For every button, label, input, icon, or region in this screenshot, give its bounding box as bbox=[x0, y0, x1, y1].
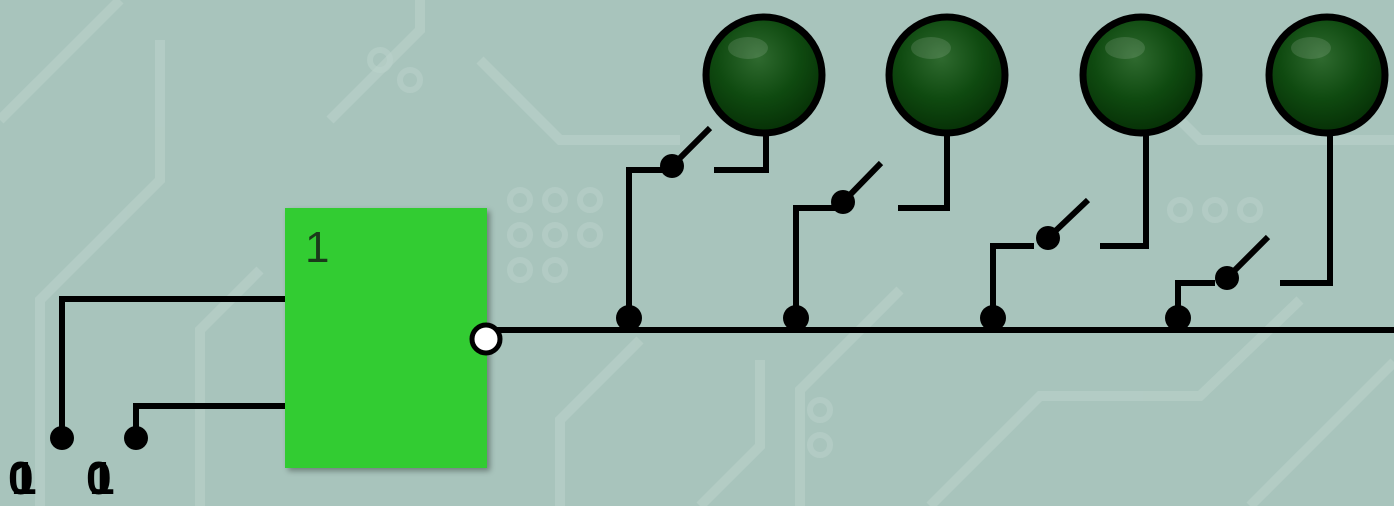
lamp-branch-2 bbox=[783, 13, 1009, 331]
input-value-a-text: 0 bbox=[8, 452, 34, 504]
input-terminal-b[interactable] bbox=[124, 426, 148, 450]
switch-pivot-2[interactable] bbox=[831, 190, 855, 214]
input-wire-b bbox=[133, 403, 285, 438]
nor-gate bbox=[285, 208, 487, 468]
lamp-branch-1 bbox=[616, 13, 826, 331]
input-value-a-overlay: 1 bbox=[11, 452, 37, 504]
lamp-2 bbox=[885, 13, 1009, 137]
input-value-b-text: 0 bbox=[86, 452, 112, 504]
input-value-b-overlay: 1 bbox=[89, 452, 115, 504]
lamp-4 bbox=[1265, 13, 1389, 137]
input-wire-a bbox=[59, 296, 285, 438]
negation-bubble bbox=[469, 322, 503, 356]
switch-pivot-1[interactable] bbox=[660, 154, 684, 178]
input-terminal-a[interactable] bbox=[50, 426, 74, 450]
lamp-branch-4 bbox=[1165, 13, 1389, 331]
lamp-3 bbox=[1079, 13, 1203, 137]
switch-pivot-4[interactable] bbox=[1215, 266, 1239, 290]
lamp-branch-3 bbox=[980, 13, 1203, 331]
background-pads bbox=[367, 47, 1263, 458]
lamp-1 bbox=[702, 13, 826, 137]
input-value-a[interactable]: 0 1 bbox=[8, 452, 37, 504]
switch-pivot-3[interactable] bbox=[1036, 226, 1060, 250]
gate-symbol: 1 bbox=[305, 223, 330, 272]
input-value-b[interactable]: 0 1 bbox=[86, 452, 115, 504]
